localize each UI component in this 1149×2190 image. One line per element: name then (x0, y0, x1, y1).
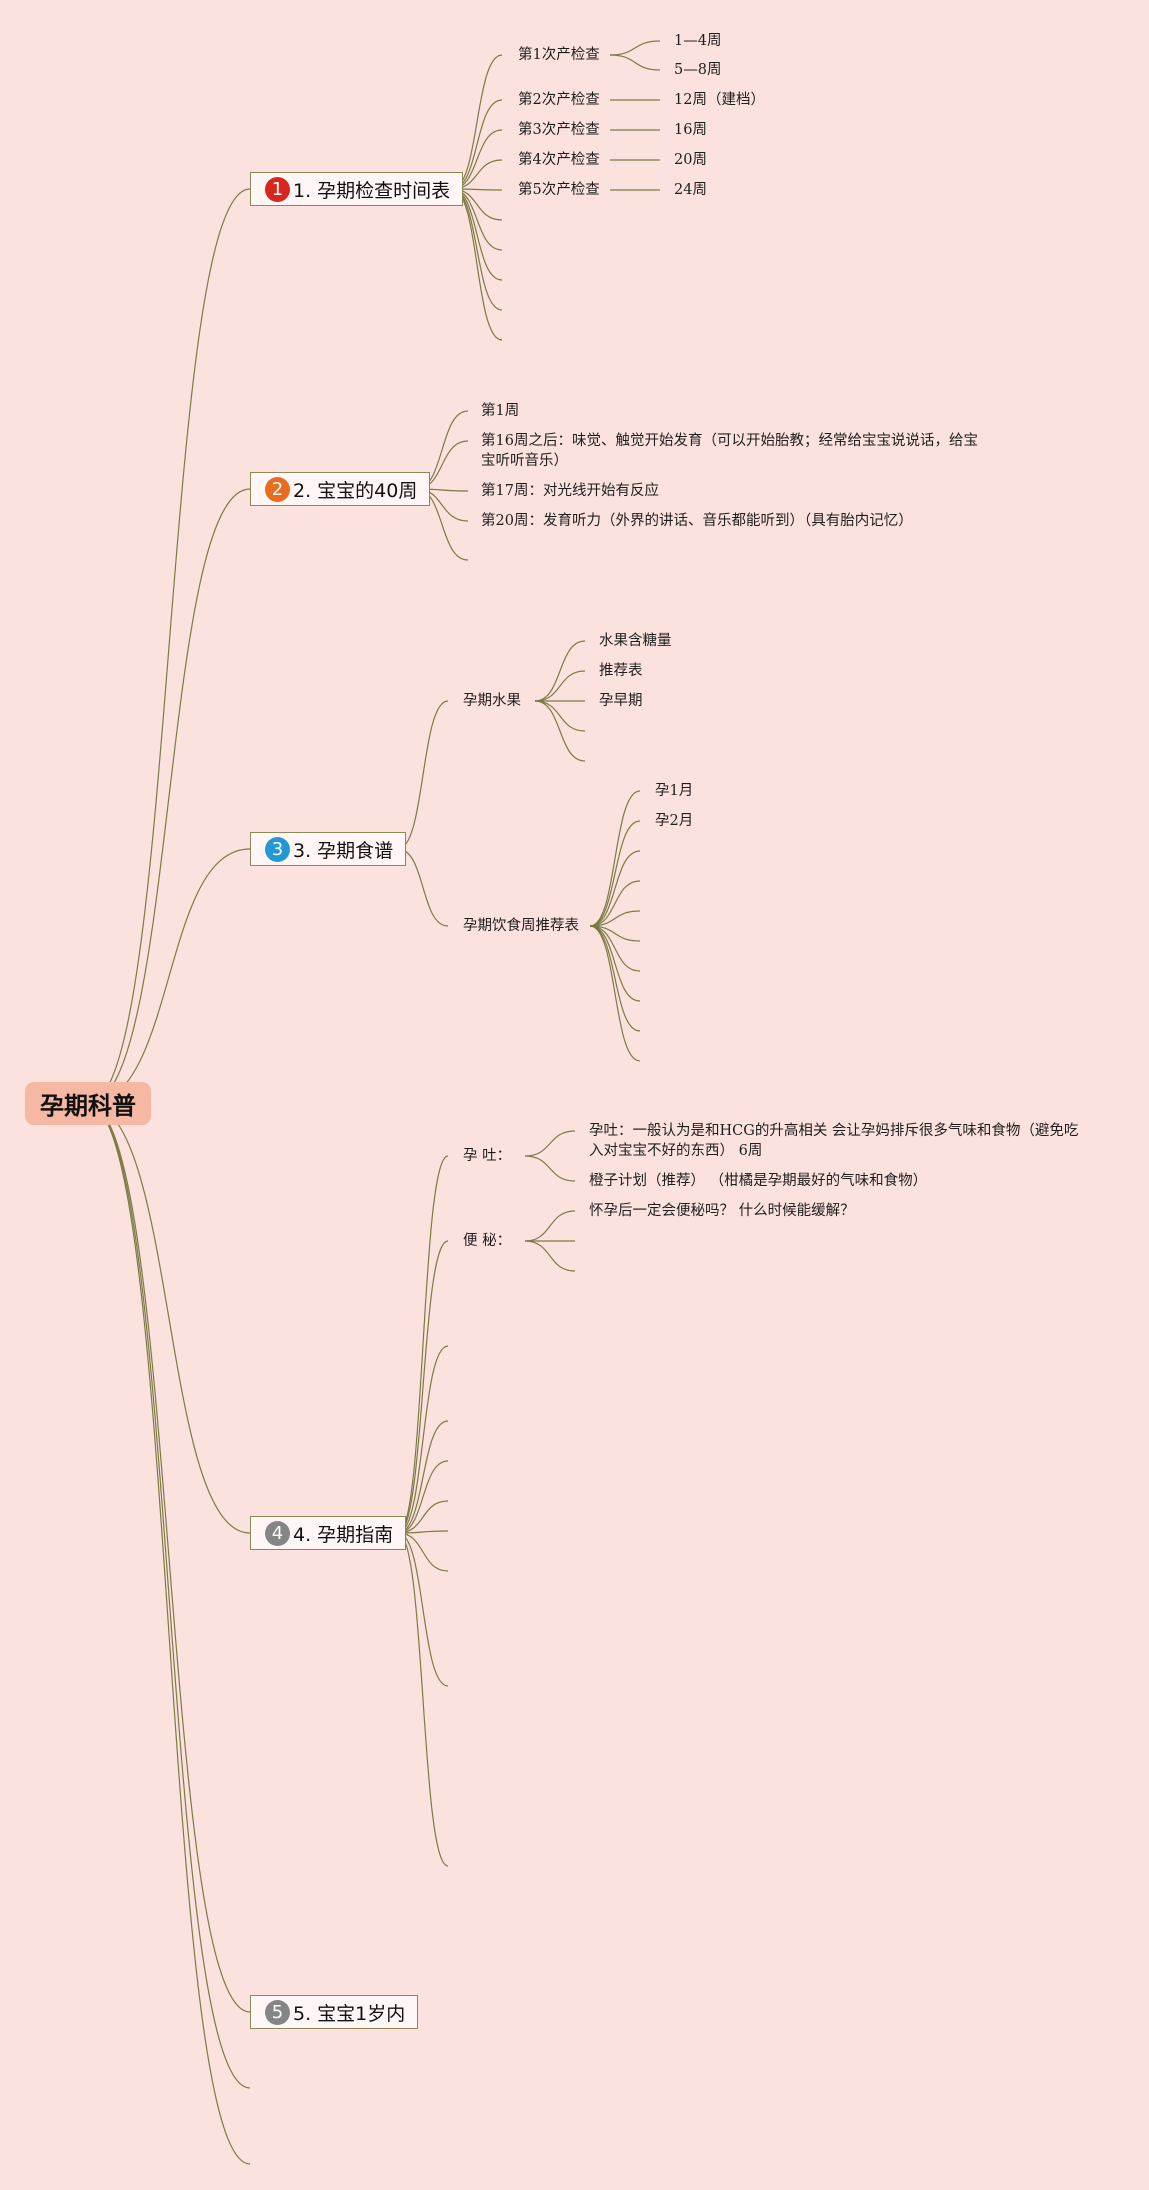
fruit-item[interactable]: 推荐表 (599, 663, 643, 679)
fruit-item[interactable]: 孕早期 (599, 693, 643, 709)
checkup-item-3[interactable]: 第3次产检查 (518, 122, 600, 138)
checkup-week[interactable]: 24周 (674, 182, 707, 198)
connector (451, 54, 503, 190)
topic-label: 5. 宝宝1岁内 (293, 2002, 406, 2025)
connector (534, 640, 586, 702)
connector (87, 1103, 251, 2013)
connector (87, 1103, 251, 2165)
connector (524, 1240, 576, 1272)
number-badge-3: 3 (265, 836, 290, 862)
checkup-item-5[interactable]: 第5次产检查 (518, 182, 600, 198)
month-item[interactable]: 孕2月 (655, 813, 694, 829)
topic-baby-40-weeks[interactable]: 2 2. 宝宝的40周 (250, 472, 431, 506)
checkup-item-4[interactable]: 第4次产检查 (518, 152, 600, 168)
connector (451, 188, 503, 311)
week-item[interactable]: 第1周 (481, 403, 520, 419)
connector (589, 925, 641, 942)
checkup-item-1[interactable]: 第1次产检查 (518, 47, 600, 63)
connector (87, 488, 251, 1105)
connector (451, 188, 503, 341)
topic-label: 1. 孕期检查时间表 (293, 179, 451, 202)
connector (534, 670, 586, 702)
connector (609, 40, 661, 56)
connector (589, 790, 641, 927)
connector (524, 1130, 576, 1157)
connector (589, 910, 641, 927)
connector (524, 1155, 576, 1182)
connector (397, 1155, 449, 1534)
connector (534, 700, 586, 732)
connector (589, 820, 641, 927)
fruit-item[interactable]: 水果含糖量 (599, 633, 672, 649)
connector (609, 54, 661, 71)
connector (589, 925, 641, 1002)
connector (397, 1420, 449, 1534)
connector (589, 925, 641, 972)
topic-pregnancy-recipes[interactable]: 3 3. 孕期食谱 (250, 832, 407, 866)
constipation[interactable]: 便 秘： (463, 1233, 512, 1249)
checkup-week[interactable]: 20周 (674, 152, 707, 168)
guide-item[interactable]: 怀孕后一定会便秘吗？ 什么时候能缓解？ (589, 1203, 855, 1219)
topic-pregnancy-guide[interactable]: 4 4. 孕期指南 (250, 1516, 407, 1550)
checkup-week[interactable]: 16周 (674, 122, 707, 138)
checkup-week[interactable]: 12周（建档） (674, 92, 765, 108)
morning-sickness[interactable]: 孕 吐： (463, 1148, 512, 1164)
topic-label: 4. 孕期指南 (293, 1523, 394, 1546)
connector (397, 1532, 449, 1687)
connector (87, 1103, 251, 1534)
week-item[interactable]: 第20周：发育听力（外界的讲话、音乐都能听到）（具有胎内记忆） (481, 513, 913, 529)
connector (589, 925, 641, 1062)
number-badge-5: 5 (265, 1999, 290, 2025)
connector (524, 1210, 576, 1242)
topic-label: 3. 孕期食谱 (293, 839, 394, 862)
guide-item[interactable]: 橙子计划（推荐） （柑橘是孕期最好的气味和食物） (589, 1173, 928, 1189)
connector (87, 848, 251, 1105)
week-item[interactable]: 第17周：对光线开始有反应 (481, 483, 659, 499)
connector (397, 1345, 449, 1534)
checkup-week[interactable]: 5—8周 (674, 62, 722, 78)
connector (534, 700, 586, 762)
connector (87, 188, 251, 1105)
topic-checkup-schedule[interactable]: 1 1. 孕期检查时间表 (250, 172, 464, 206)
topic-baby-first-year[interactable]: 5 5. 宝宝1岁内 (250, 1995, 419, 2029)
number-badge-1: 1 (265, 176, 290, 202)
checkup-week[interactable]: 1—4周 (674, 33, 722, 49)
checkup-item-2[interactable]: 第2次产检查 (518, 92, 600, 108)
weekly-diet-table[interactable]: 孕期饮食周推荐表 (463, 918, 579, 934)
topic-label: 2. 宝宝的40周 (293, 479, 418, 502)
root-topic[interactable]: 孕期科普 (25, 1082, 151, 1125)
connector (397, 1240, 449, 1534)
connector (589, 925, 641, 1032)
pregnancy-fruit[interactable]: 孕期水果 (463, 693, 521, 709)
connector (397, 700, 449, 850)
week-item[interactable]: 第16周之后：味觉、触觉开始发育（可以开始胎教；经常给宝宝说说话，给宝宝听听音乐… (481, 433, 978, 469)
number-badge-2: 2 (265, 476, 290, 502)
connector (87, 1103, 251, 2089)
number-badge-4: 4 (265, 1520, 290, 1546)
connector (397, 1532, 449, 1867)
guide-item[interactable]: 孕吐：一般认为是和HCG的升高相关 会让孕妈排斥很多气味和食物（避免吃入对宝宝不… (589, 1123, 1079, 1159)
month-item[interactable]: 孕1月 (655, 783, 694, 799)
connector (589, 880, 641, 927)
connector (589, 850, 641, 927)
